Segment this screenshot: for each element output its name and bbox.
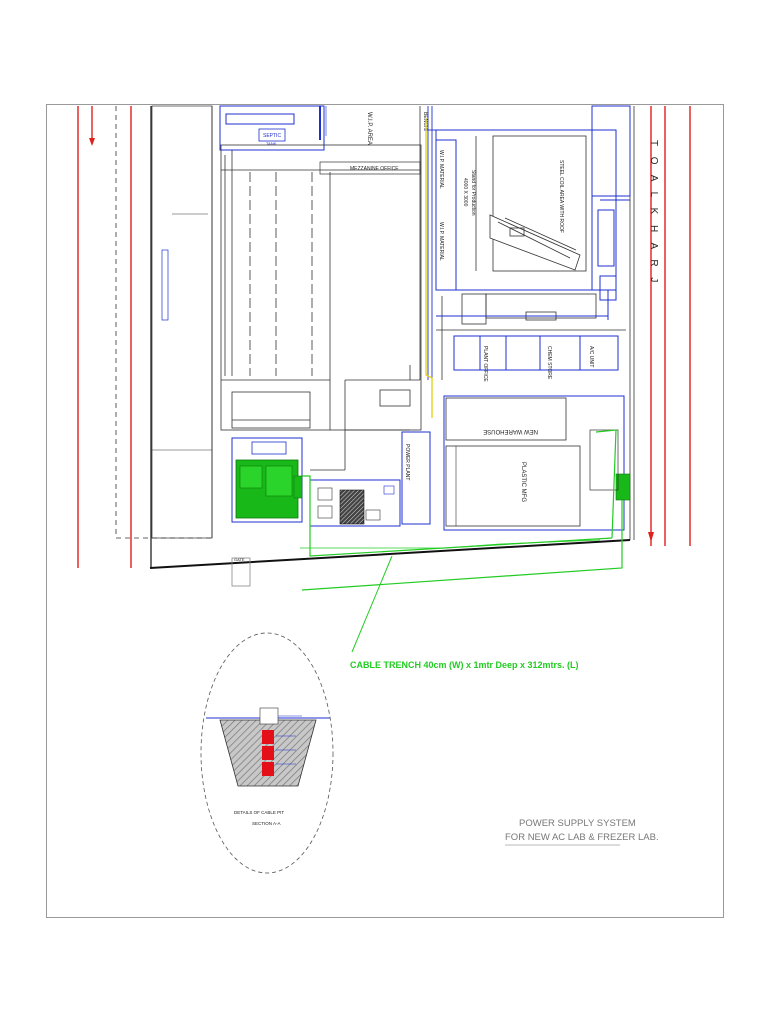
stand-label-2: 4000 X 3000	[462, 178, 468, 207]
wip-material-label-2: W.I.P. MATERIAL	[438, 222, 444, 261]
plastic-mfg-label: PLASTIC MFG	[520, 462, 526, 502]
cable-1	[262, 730, 274, 744]
new-warehouse-label: NEW WAREHOUSE	[483, 428, 538, 434]
road-left	[77, 106, 132, 568]
to-alkharj-label: T O A L K H A R J	[648, 140, 659, 286]
main-factory	[219, 105, 327, 151]
courtyard	[310, 106, 421, 471]
cable-3	[262, 762, 274, 776]
cable-pit-detail: DETAILS OF CABLE PIT SECTION A-A	[200, 632, 334, 874]
new-warehouse	[443, 395, 625, 531]
east-buildings	[435, 105, 631, 301]
title-block: POWER SUPPLY SYSTEM FOR NEW AC LAB & FRE…	[505, 818, 659, 846]
detail-section-label: SECTION A-A	[252, 821, 281, 826]
detail-circle	[200, 632, 334, 874]
east-connection	[589, 429, 631, 501]
stand-label-1: Stand for Production	[470, 170, 476, 216]
detail-title-label: DETAILS OF CABLE PIT	[234, 810, 284, 815]
cable-2	[262, 746, 274, 760]
chem-store-label: CHEM STORE	[546, 346, 552, 380]
road-right	[648, 106, 691, 546]
footer-line-1: POWER SUPPLY SYSTEM	[519, 818, 636, 829]
septic-sub-label: TANK	[266, 141, 277, 146]
compound-boundary	[149, 106, 631, 569]
plant-office-label: PLANT OFFICE	[482, 346, 488, 382]
power-plant-label: POWER PLANT	[404, 444, 410, 480]
gate-label: GATE	[234, 557, 245, 562]
wip-area-label: W.I.P. AREA	[366, 112, 372, 145]
mezzanine-label: MEZZANINE OFFICE	[350, 166, 399, 172]
service-line-yellow	[425, 118, 433, 418]
mezzanine-office: MEZZANINE OFFICE	[319, 161, 421, 175]
gate: GATE	[231, 557, 251, 587]
transformer-yard	[231, 437, 303, 523]
left-building	[151, 105, 213, 539]
septic-label: SEPTIC	[263, 133, 281, 139]
septic-tank: SEPTIC TANK	[258, 128, 286, 146]
ac-unit-label: A/C UNIT	[588, 346, 594, 367]
mid-strip	[436, 293, 626, 380]
production-hall	[220, 144, 422, 431]
steel-coil-label: STEEL COIL AREA WITH ROOF	[558, 160, 564, 233]
steel-coil-area	[475, 135, 587, 272]
drawing-frame	[46, 104, 724, 918]
footer-line-2: FOR NEW AC LAB & FREZER LAB.	[505, 832, 659, 843]
cable-trench	[300, 429, 623, 653]
mid-strip-blue	[436, 290, 619, 371]
cable-trench-label: CABLE TRENCH 40cm (W) x 1mtr Deep x 312m…	[350, 660, 579, 670]
bench-label: BENCH	[422, 112, 428, 130]
wip-material-label-1: W.I.P. MATERIAL	[438, 150, 444, 189]
power-plant	[309, 431, 431, 527]
road-right-shoulder	[629, 106, 635, 540]
